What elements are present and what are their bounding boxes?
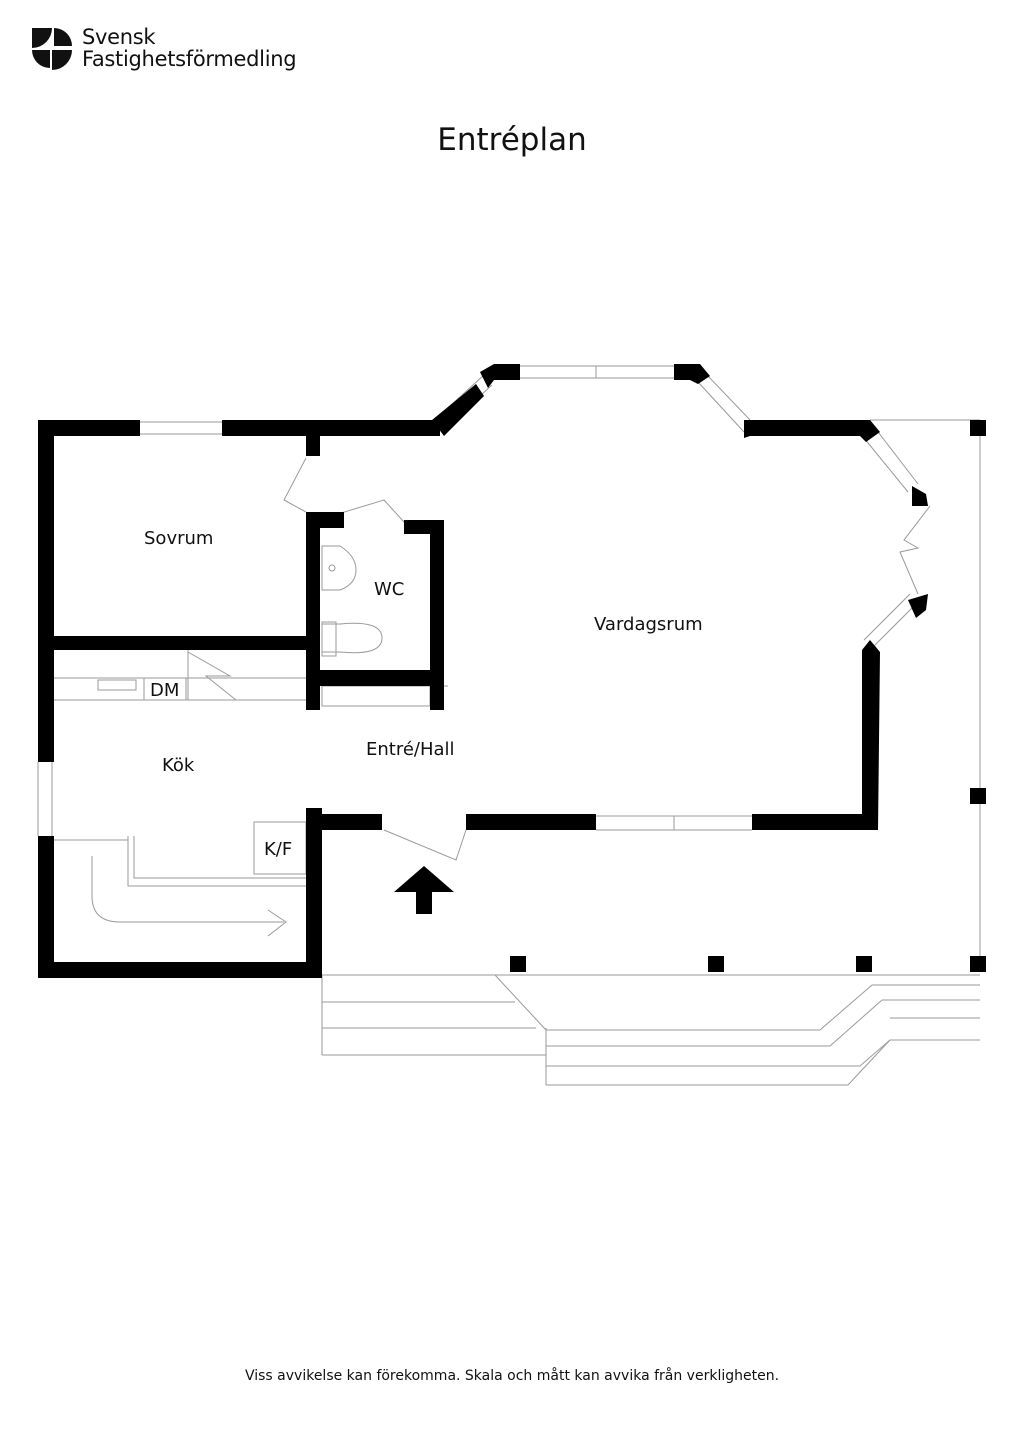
room-label-sovrum: Sovrum bbox=[144, 528, 213, 549]
room-label-kok: Kök bbox=[162, 755, 195, 776]
sf-logo-icon bbox=[32, 28, 72, 70]
room-label-vardagsrum: Vardagsrum bbox=[594, 614, 703, 635]
room-label-entre-hall: Entré/Hall bbox=[366, 739, 455, 760]
brand-name: Svensk Fastighetsförmedling bbox=[82, 25, 297, 71]
brand-line-1: Svensk bbox=[82, 25, 156, 49]
room-label-wc: WC bbox=[374, 579, 404, 600]
floor-title: Entréplan bbox=[437, 122, 587, 158]
entrance-arrow-icon bbox=[394, 866, 454, 914]
room-label-dm: DM bbox=[150, 680, 179, 701]
walls bbox=[38, 364, 986, 978]
brand-line-2: Fastighetsförmedling bbox=[82, 47, 297, 71]
disclaimer-footer: Viss avvikelse kan förekomma. Skala och … bbox=[244, 1368, 780, 1384]
room-label-kf: K/F bbox=[264, 839, 292, 860]
brand-logo: Svensk Fastighetsförmedling bbox=[30, 25, 297, 71]
